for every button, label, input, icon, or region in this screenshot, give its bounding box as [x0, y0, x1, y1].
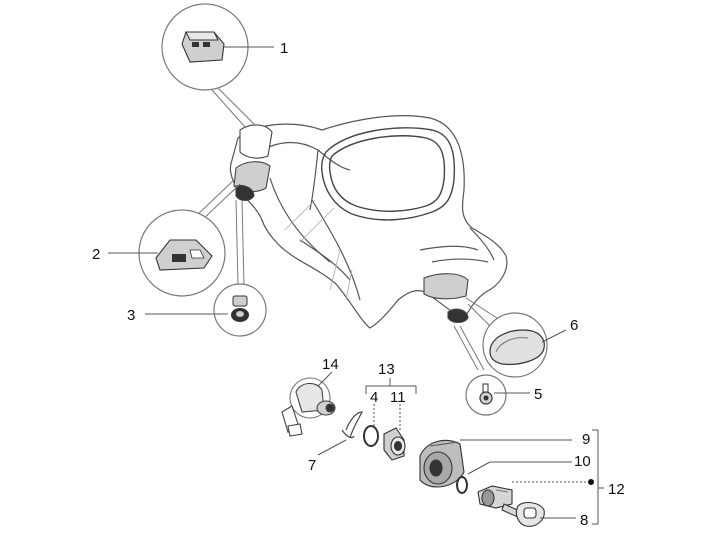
- detail-circle-6: [482, 312, 548, 378]
- instrument-window: [320, 127, 456, 221]
- callout-5: 5: [534, 386, 542, 403]
- detail-circle-2: [138, 209, 226, 297]
- leader-10: [467, 461, 491, 475]
- part-12-lock-barrel: [477, 485, 513, 509]
- callout-12: 12: [608, 481, 625, 498]
- part-14-switch: [281, 377, 336, 437]
- part-7-clip: [341, 411, 363, 439]
- callout-11: 11: [390, 389, 406, 406]
- part-4-oring: [363, 425, 379, 447]
- part-11-bush: [383, 427, 406, 461]
- callout-7: 7: [308, 457, 316, 474]
- left-switch-housing: [233, 124, 273, 202]
- detail-circle-1: [161, 3, 249, 91]
- callout-10: 10: [574, 453, 591, 470]
- callout-14: 14: [322, 356, 339, 373]
- leader-6: [541, 329, 567, 343]
- callout-9: 9: [582, 431, 590, 448]
- callout-1: 1: [280, 40, 288, 57]
- right-switch-housing: [423, 273, 469, 324]
- callout-4: 4: [370, 389, 378, 406]
- callout-labels: 1 2 3 14 13 4 11 7 6 5 9 10 12 8: [92, 40, 625, 529]
- part-10-oring: [456, 476, 468, 494]
- callout-8: 8: [580, 512, 588, 529]
- bracket-13: [365, 378, 417, 430]
- leader-14: [317, 371, 333, 387]
- detail-circle-5: [465, 374, 507, 416]
- callout-2: 2: [92, 246, 100, 263]
- leader-7: [317, 439, 347, 456]
- callout-13: 13: [378, 361, 395, 378]
- callout-6: 6: [570, 317, 578, 334]
- part-8-key: [501, 501, 545, 527]
- reference-dot: [588, 479, 594, 485]
- bracket-12: [592, 429, 604, 525]
- detail-circle-3: [213, 283, 267, 337]
- callout-3: 3: [127, 307, 135, 324]
- part-9-lock-housing: [419, 439, 465, 488]
